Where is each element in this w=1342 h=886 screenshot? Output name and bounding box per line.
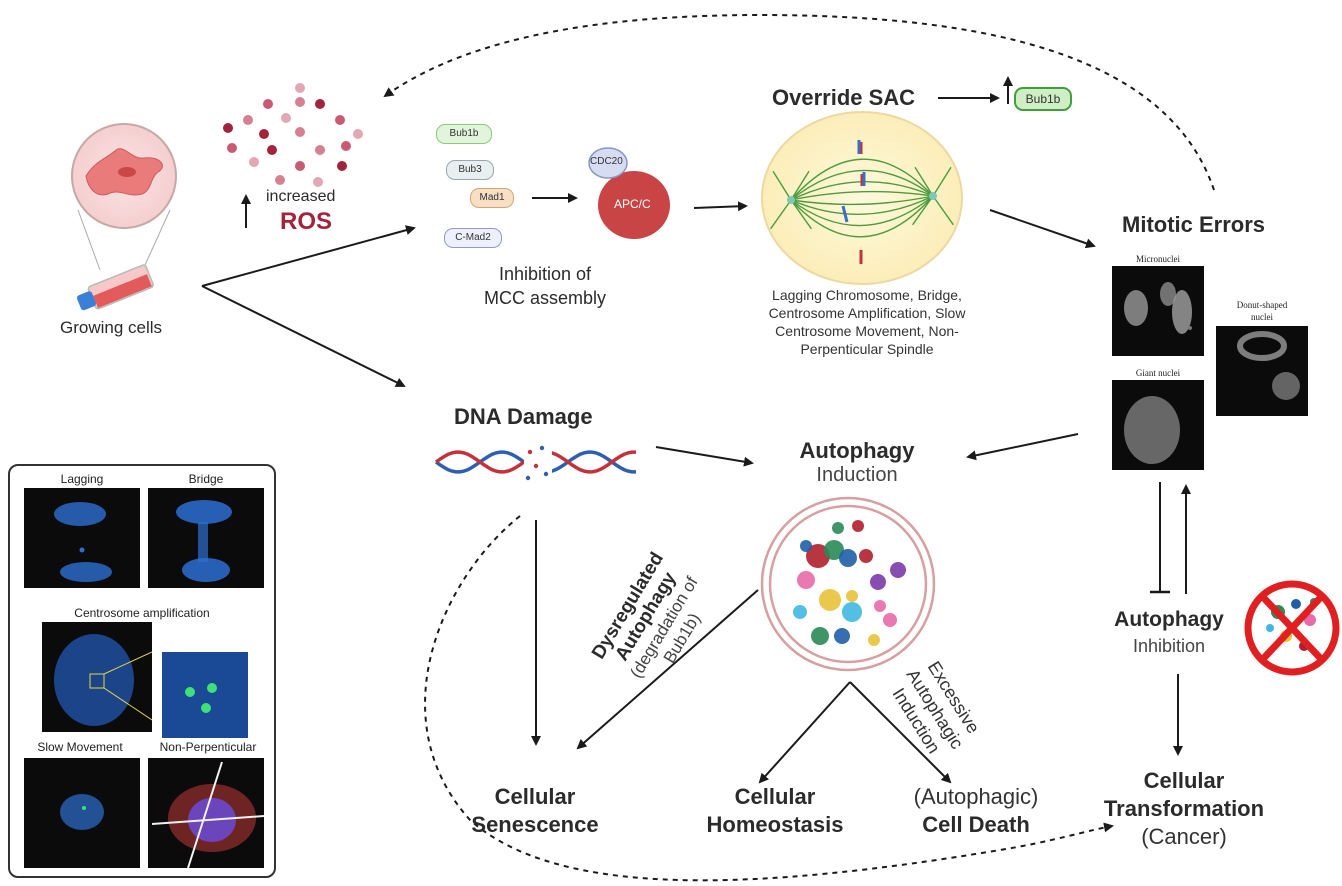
giant-nuclei-label: Giant nuclei <box>1135 368 1181 378</box>
dna-helix-icon <box>434 445 636 481</box>
donut-nuclei-label-line2: nuclei <box>1251 312 1273 322</box>
centrosome-zoom-image <box>162 652 248 738</box>
mitotic-errors-title: Mitotic Errors <box>1122 212 1266 237</box>
override-sac-title: Override SAC <box>772 85 916 110</box>
giant-nuclei-image <box>1112 380 1204 470</box>
mitotic-spindle-icon <box>761 111 963 285</box>
mcc-caption-line2: MCC assembly <box>483 288 607 308</box>
bridge-image <box>148 488 264 588</box>
spindle-caption-line: Centrosome Amplification, Slow <box>768 305 966 321</box>
ros-prefix-label: increased <box>266 188 336 205</box>
spindle-caption: Lagging Chromosome, Bridge, Centrosome A… <box>732 286 1002 358</box>
bub3-pill: Bub3 <box>446 160 494 180</box>
mcc-caption-line1: Inhibition of <box>498 264 592 284</box>
spindle-caption-line: Centrosome Movement, Non- <box>775 323 959 339</box>
autophagy-inhibition-title: Autophagy <box>1114 608 1224 631</box>
autophagy-induction-subtitle: Induction <box>816 464 898 486</box>
inset-label-centrosome: Centrosome amplification <box>74 606 210 620</box>
mad1-pill: Mad1 <box>470 188 514 208</box>
micronuclei-drawing <box>1124 282 1192 334</box>
lagging-drawing <box>54 502 112 582</box>
sac-bub1b-pill: Bub1b <box>1014 87 1072 111</box>
inset-label-lagging: Lagging <box>60 472 104 486</box>
microscopy-inset-panel: Lagging Bridge Centrosome amplification <box>8 464 276 878</box>
lagging-image <box>24 488 140 588</box>
ros-dots-icon <box>223 83 363 187</box>
transformation-line3: (Cancer) <box>1141 824 1227 849</box>
cell-death-line2: Cell Death <box>922 812 1030 837</box>
inset-label-slow-movement: Slow Movement <box>37 740 123 754</box>
centrosome-zoom-drawing <box>162 652 248 738</box>
homeostasis-line2: Homeostasis <box>706 812 844 837</box>
giant-nuclei-drawing <box>1124 396 1180 464</box>
micronuclei-label: Micronuclei <box>1136 254 1180 264</box>
non-perpenticular-drawing <box>151 761 265 869</box>
autophagy-inhibition-subtitle: Inhibition <box>1132 636 1206 656</box>
growing-cells-icon <box>71 123 177 311</box>
growing-cells-label: Growing cells <box>60 318 163 337</box>
donut-nuclei-drawing <box>1237 331 1300 400</box>
micronuclei-image <box>1112 266 1204 356</box>
ros-label: ROS <box>280 208 333 235</box>
dna-damage-title: DNA Damage <box>454 404 593 429</box>
apcc-label: APC/C <box>614 197 651 211</box>
cdc20-label: CDC20 <box>590 156 623 167</box>
bub1b-pill: Bub1b <box>436 124 492 144</box>
donut-nuclei-image <box>1216 326 1308 416</box>
cell-death-line1: (Autophagic) <box>913 784 1039 809</box>
senescence-line1: Cellular <box>494 784 576 809</box>
non-perpenticular-image <box>148 758 265 869</box>
c-mad2-pill: C-Mad2 <box>444 228 502 248</box>
spindle-caption-line: Lagging Chromosome, Bridge, <box>772 287 962 303</box>
donut-nuclei-label-line1: Donut-shaped <box>1236 300 1288 310</box>
centrosome-drawing <box>54 634 153 726</box>
inset-label-non-perpenticular: Non-Perpenticular <box>159 740 257 754</box>
autophagy-induction-title: Autophagy <box>799 438 915 463</box>
slow-movement-image <box>24 758 140 868</box>
bridge-drawing <box>176 500 232 582</box>
slow-movement-drawing <box>60 794 104 830</box>
centrosome-image <box>42 622 153 732</box>
spindle-caption-line: Perpenticular Spindle <box>800 341 934 357</box>
transformation-line1: Cellular <box>1143 768 1225 793</box>
homeostasis-line1: Cellular <box>734 784 816 809</box>
cancer-dashed-arrow <box>424 515 1114 882</box>
transformation-line2: Transformation <box>1103 796 1265 821</box>
autophagosome-icon <box>760 496 936 672</box>
inset-label-bridge: Bridge <box>188 472 224 486</box>
inhibition-no-symbol-icon <box>1244 580 1340 676</box>
senescence-line2: Senescence <box>471 812 599 837</box>
